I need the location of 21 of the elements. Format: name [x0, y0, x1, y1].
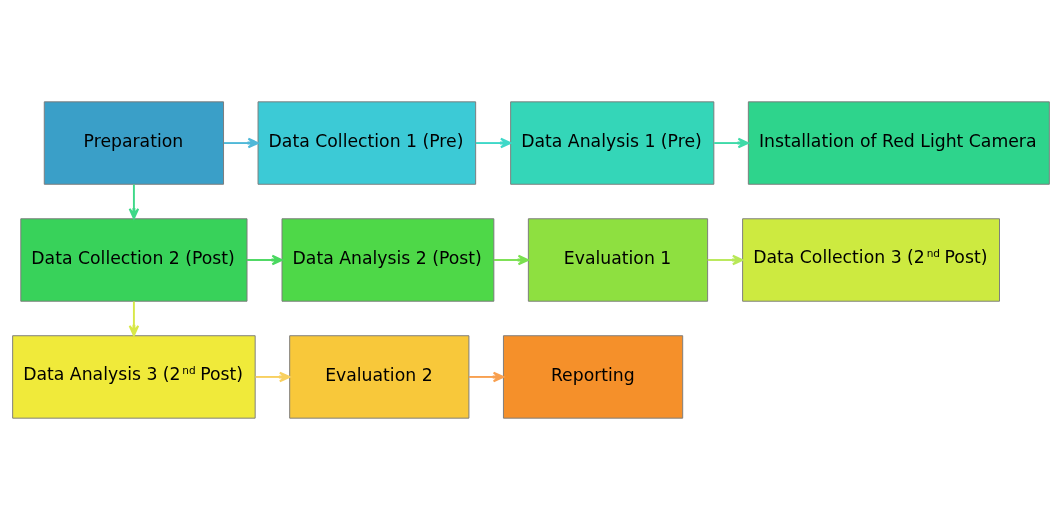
- node-box: Data Analysis 1 (Pre): [510, 101, 715, 185]
- node-box: Evaluation 1: [527, 218, 709, 302]
- node-box: Data Collection 2 (Post): [20, 218, 248, 302]
- node-box: Data Analysis 3 (2$^{nd}$ Post): [12, 335, 256, 419]
- arrow: [468, 371, 505, 383]
- arrow: [128, 300, 140, 337]
- node-box: Preparation: [43, 101, 224, 185]
- arrow: [254, 371, 291, 383]
- node-box: Data Collection 3 (2$^{nd}$ Post): [742, 218, 1000, 302]
- node-box: Reporting: [502, 335, 684, 419]
- arrow: [474, 137, 512, 149]
- arrow: [713, 137, 749, 149]
- arrow: [246, 254, 283, 266]
- arrow: [706, 254, 744, 266]
- node-box: Data Collection 1 (Pre): [257, 101, 477, 185]
- node-box: Data Analysis 2 (Post): [281, 218, 495, 302]
- arrow: [223, 137, 259, 149]
- arrow: [493, 254, 530, 266]
- arrow: [128, 183, 140, 220]
- node-box: Installation of Red Light Camera: [747, 101, 1050, 185]
- node-box: Evaluation 2: [289, 335, 470, 419]
